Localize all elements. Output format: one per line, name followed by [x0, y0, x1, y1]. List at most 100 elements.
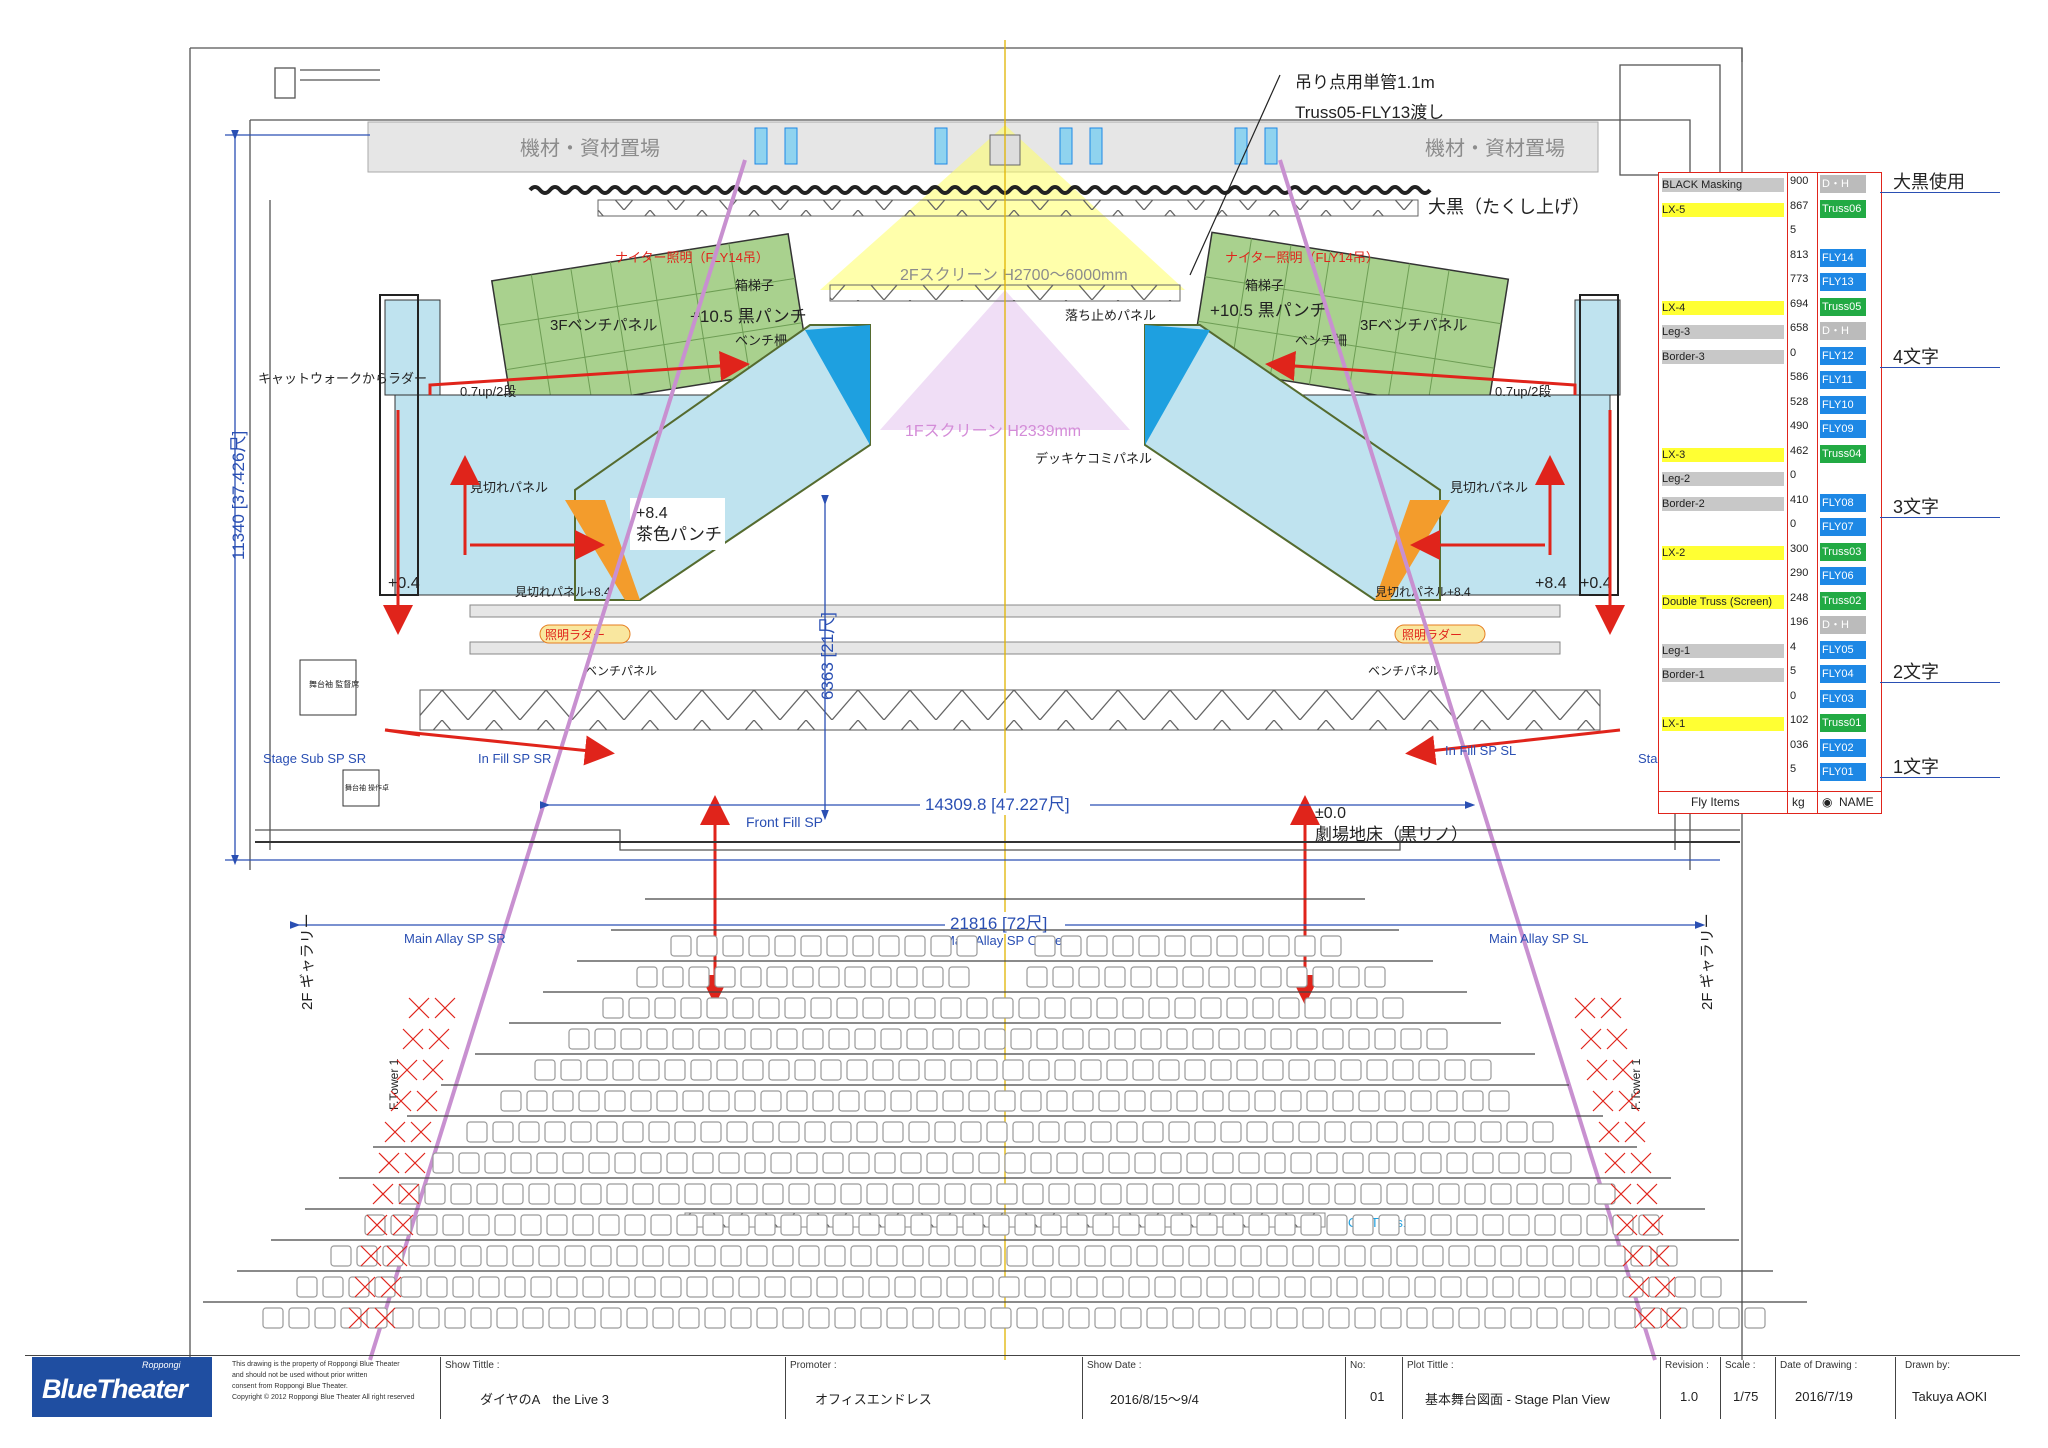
seat [1066, 1214, 1088, 1236]
fly-footer-name: Fly Items [1691, 795, 1740, 809]
seat [1170, 1214, 1192, 1236]
fly-row-name: LX-3 [1662, 447, 1784, 462]
seat [1444, 1059, 1466, 1081]
seat [1462, 1090, 1484, 1112]
fly-row-kg: 0 [1790, 469, 1797, 481]
seat [1316, 1152, 1338, 1174]
fly-row-kg: 102 [1790, 714, 1809, 726]
seat [1102, 1276, 1124, 1298]
seat-kill-mark [386, 1245, 408, 1267]
seat [686, 1276, 708, 1298]
seat [1648, 1276, 1670, 1298]
seat [1604, 1245, 1626, 1267]
seat [568, 1028, 590, 1050]
seat [1432, 1307, 1454, 1329]
seat-kill-mark [1618, 1090, 1640, 1112]
seat [1674, 1276, 1696, 1298]
row-guidelines [203, 898, 1807, 1303]
seat [1028, 1059, 1050, 1081]
seat [1364, 966, 1386, 988]
seat [762, 1183, 784, 1205]
seat [1056, 1152, 1078, 1174]
seat [296, 1276, 318, 1298]
seat [1518, 1276, 1540, 1298]
seat [818, 966, 840, 988]
seat [728, 1214, 750, 1236]
fly-row-kg: 290 [1790, 567, 1809, 579]
dim-width2-bg [945, 912, 1065, 934]
seat [784, 997, 806, 1019]
seat [788, 1183, 810, 1205]
seat [834, 1307, 856, 1329]
seat [442, 1214, 464, 1236]
logo-text: BlueTheater [42, 1374, 188, 1404]
seat [1226, 997, 1248, 1019]
seat [694, 1245, 716, 1267]
level-105-right: +10.5 黒パンチ [1210, 301, 1327, 320]
seat [912, 1307, 934, 1329]
seat [340, 1307, 362, 1329]
seat [1454, 1121, 1476, 1143]
seat [1534, 1214, 1556, 1236]
mikiri-84-right: 見切れパネル+8.4 [1375, 585, 1471, 599]
seat [636, 966, 658, 988]
fly-note: 3文字 [1893, 497, 1940, 517]
seat [884, 1214, 906, 1236]
seat [1202, 1090, 1224, 1112]
seat [864, 1090, 886, 1112]
seat [640, 1152, 662, 1174]
seat [1638, 1214, 1660, 1236]
seat [1326, 1214, 1348, 1236]
seat [1448, 1245, 1470, 1267]
seat [896, 966, 918, 988]
seat [920, 1276, 942, 1298]
tb-divider [1775, 1357, 1776, 1419]
seat [868, 1276, 890, 1298]
seat [998, 1276, 1020, 1298]
seat [898, 1059, 920, 1081]
seat [1356, 997, 1378, 1019]
seat [910, 1214, 932, 1236]
fly-row-fly: Truss02 [1820, 591, 1866, 610]
seat [544, 1121, 566, 1143]
fly-row-fly: FLY01 [1820, 763, 1866, 781]
gallery-left: 2F ギャラリー [299, 913, 316, 1010]
stage-mgr-box-2 [342, 769, 380, 807]
seat [1098, 1090, 1120, 1112]
seat [1568, 1183, 1590, 1205]
seat [580, 1183, 602, 1205]
seat-kill-mark [392, 1214, 414, 1236]
seat-kill-mark [402, 1028, 424, 1050]
seat [570, 1121, 592, 1143]
seat [684, 1183, 706, 1205]
seat [740, 966, 762, 988]
audience-seating [262, 935, 1766, 1329]
seat [1542, 1183, 1564, 1205]
seat [1184, 1059, 1206, 1081]
dim-vertical-center: 6363 [21尺] [818, 612, 837, 700]
seat-kill-mark [1634, 1307, 1656, 1329]
seat [738, 1276, 760, 1298]
seat [1266, 1245, 1288, 1267]
seat [836, 997, 858, 1019]
seat [1186, 1152, 1208, 1174]
seat [1284, 1276, 1306, 1298]
seat [962, 1214, 984, 1236]
fly-row-kg: 5 [1790, 763, 1797, 775]
seat [794, 1059, 816, 1081]
front-fill: Front Fill SP [746, 814, 823, 830]
seat [746, 1245, 768, 1267]
seat [486, 1245, 508, 1267]
seat [1440, 1276, 1462, 1298]
seat [1196, 1214, 1218, 1236]
seat [1394, 1152, 1416, 1174]
seat [1430, 1214, 1452, 1236]
seat [892, 1183, 914, 1205]
seat [616, 1245, 638, 1267]
seat [1420, 1152, 1442, 1174]
seat [1118, 1214, 1140, 1236]
seat [330, 1245, 352, 1267]
fly-row-fly: FLY03 [1820, 689, 1866, 708]
seat [1082, 1152, 1104, 1174]
